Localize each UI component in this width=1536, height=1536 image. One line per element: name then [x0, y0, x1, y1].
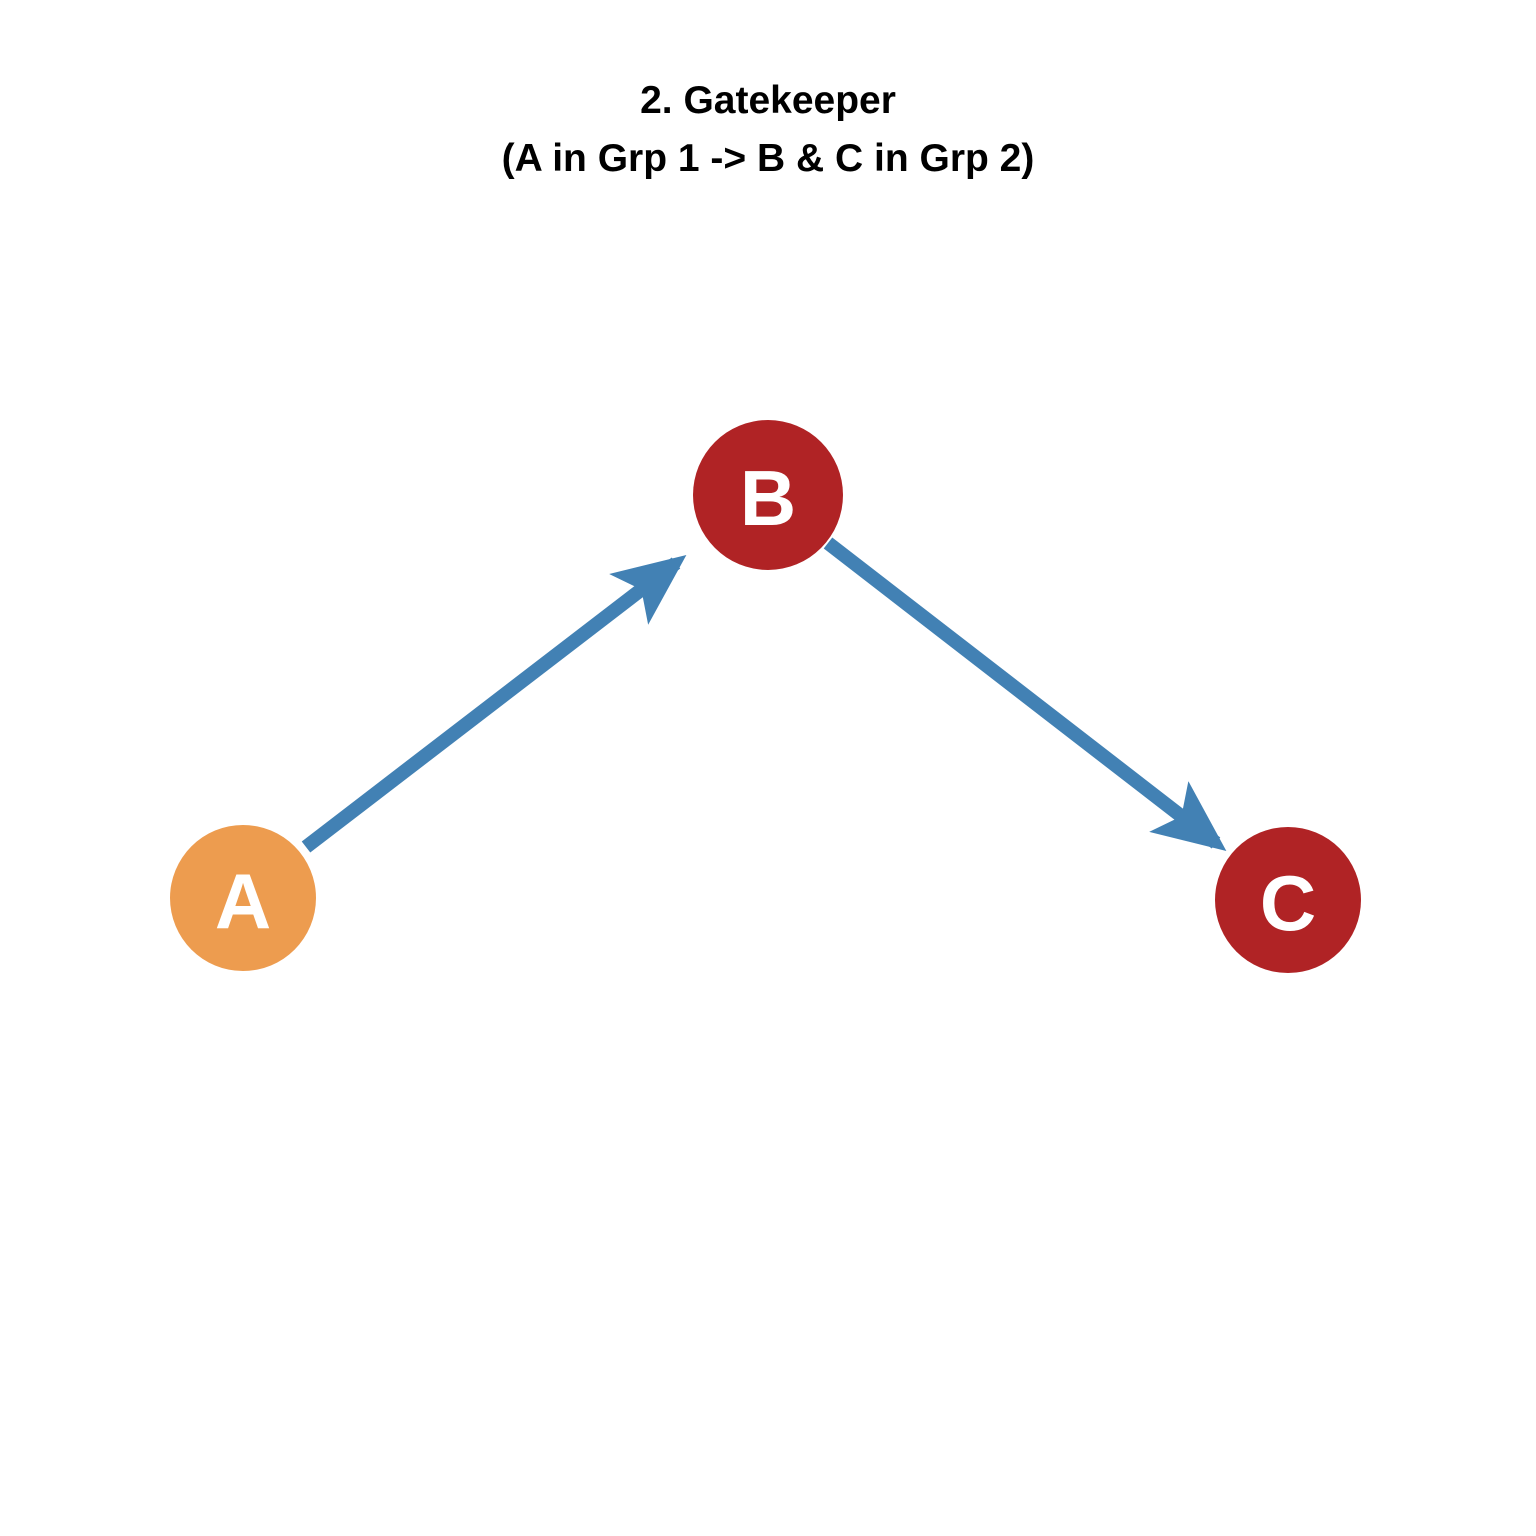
node-b[interactable]: B — [693, 420, 843, 570]
page-title: 2. Gatekeeper (A in Grp 1 -> B & C in Gr… — [0, 72, 1536, 188]
edge-group — [301, 537, 1227, 853]
node-c-circle[interactable] — [1215, 827, 1361, 973]
node-a-circle[interactable] — [170, 825, 316, 971]
title-line-1: 2. Gatekeeper — [640, 79, 896, 122]
node-a[interactable]: A — [170, 825, 316, 971]
edge-a-to-b — [301, 555, 687, 853]
node-b-label: B — [740, 454, 796, 542]
node-c[interactable]: C — [1215, 827, 1361, 973]
title-line-2: (A in Grp 1 -> B & C in Grp 2) — [501, 137, 1035, 180]
node-c-label: C — [1260, 859, 1316, 947]
node-b-circle[interactable] — [693, 420, 843, 570]
edge-b-to-c — [823, 537, 1227, 852]
node-a-label: A — [215, 857, 271, 945]
